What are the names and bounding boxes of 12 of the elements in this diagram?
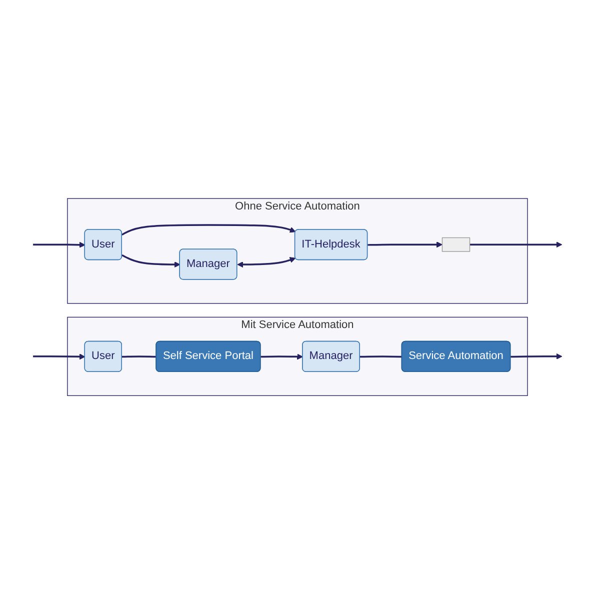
connector <box>122 356 156 358</box>
arrow <box>368 242 443 248</box>
arrow <box>237 257 296 268</box>
arrow <box>470 242 562 248</box>
arrow <box>510 354 562 360</box>
connector <box>360 356 402 358</box>
arrow <box>122 224 296 236</box>
arrow <box>33 354 86 360</box>
node-box <box>442 238 470 252</box>
arrow <box>260 354 304 360</box>
arrow <box>33 242 86 248</box>
arrow <box>122 254 180 268</box>
